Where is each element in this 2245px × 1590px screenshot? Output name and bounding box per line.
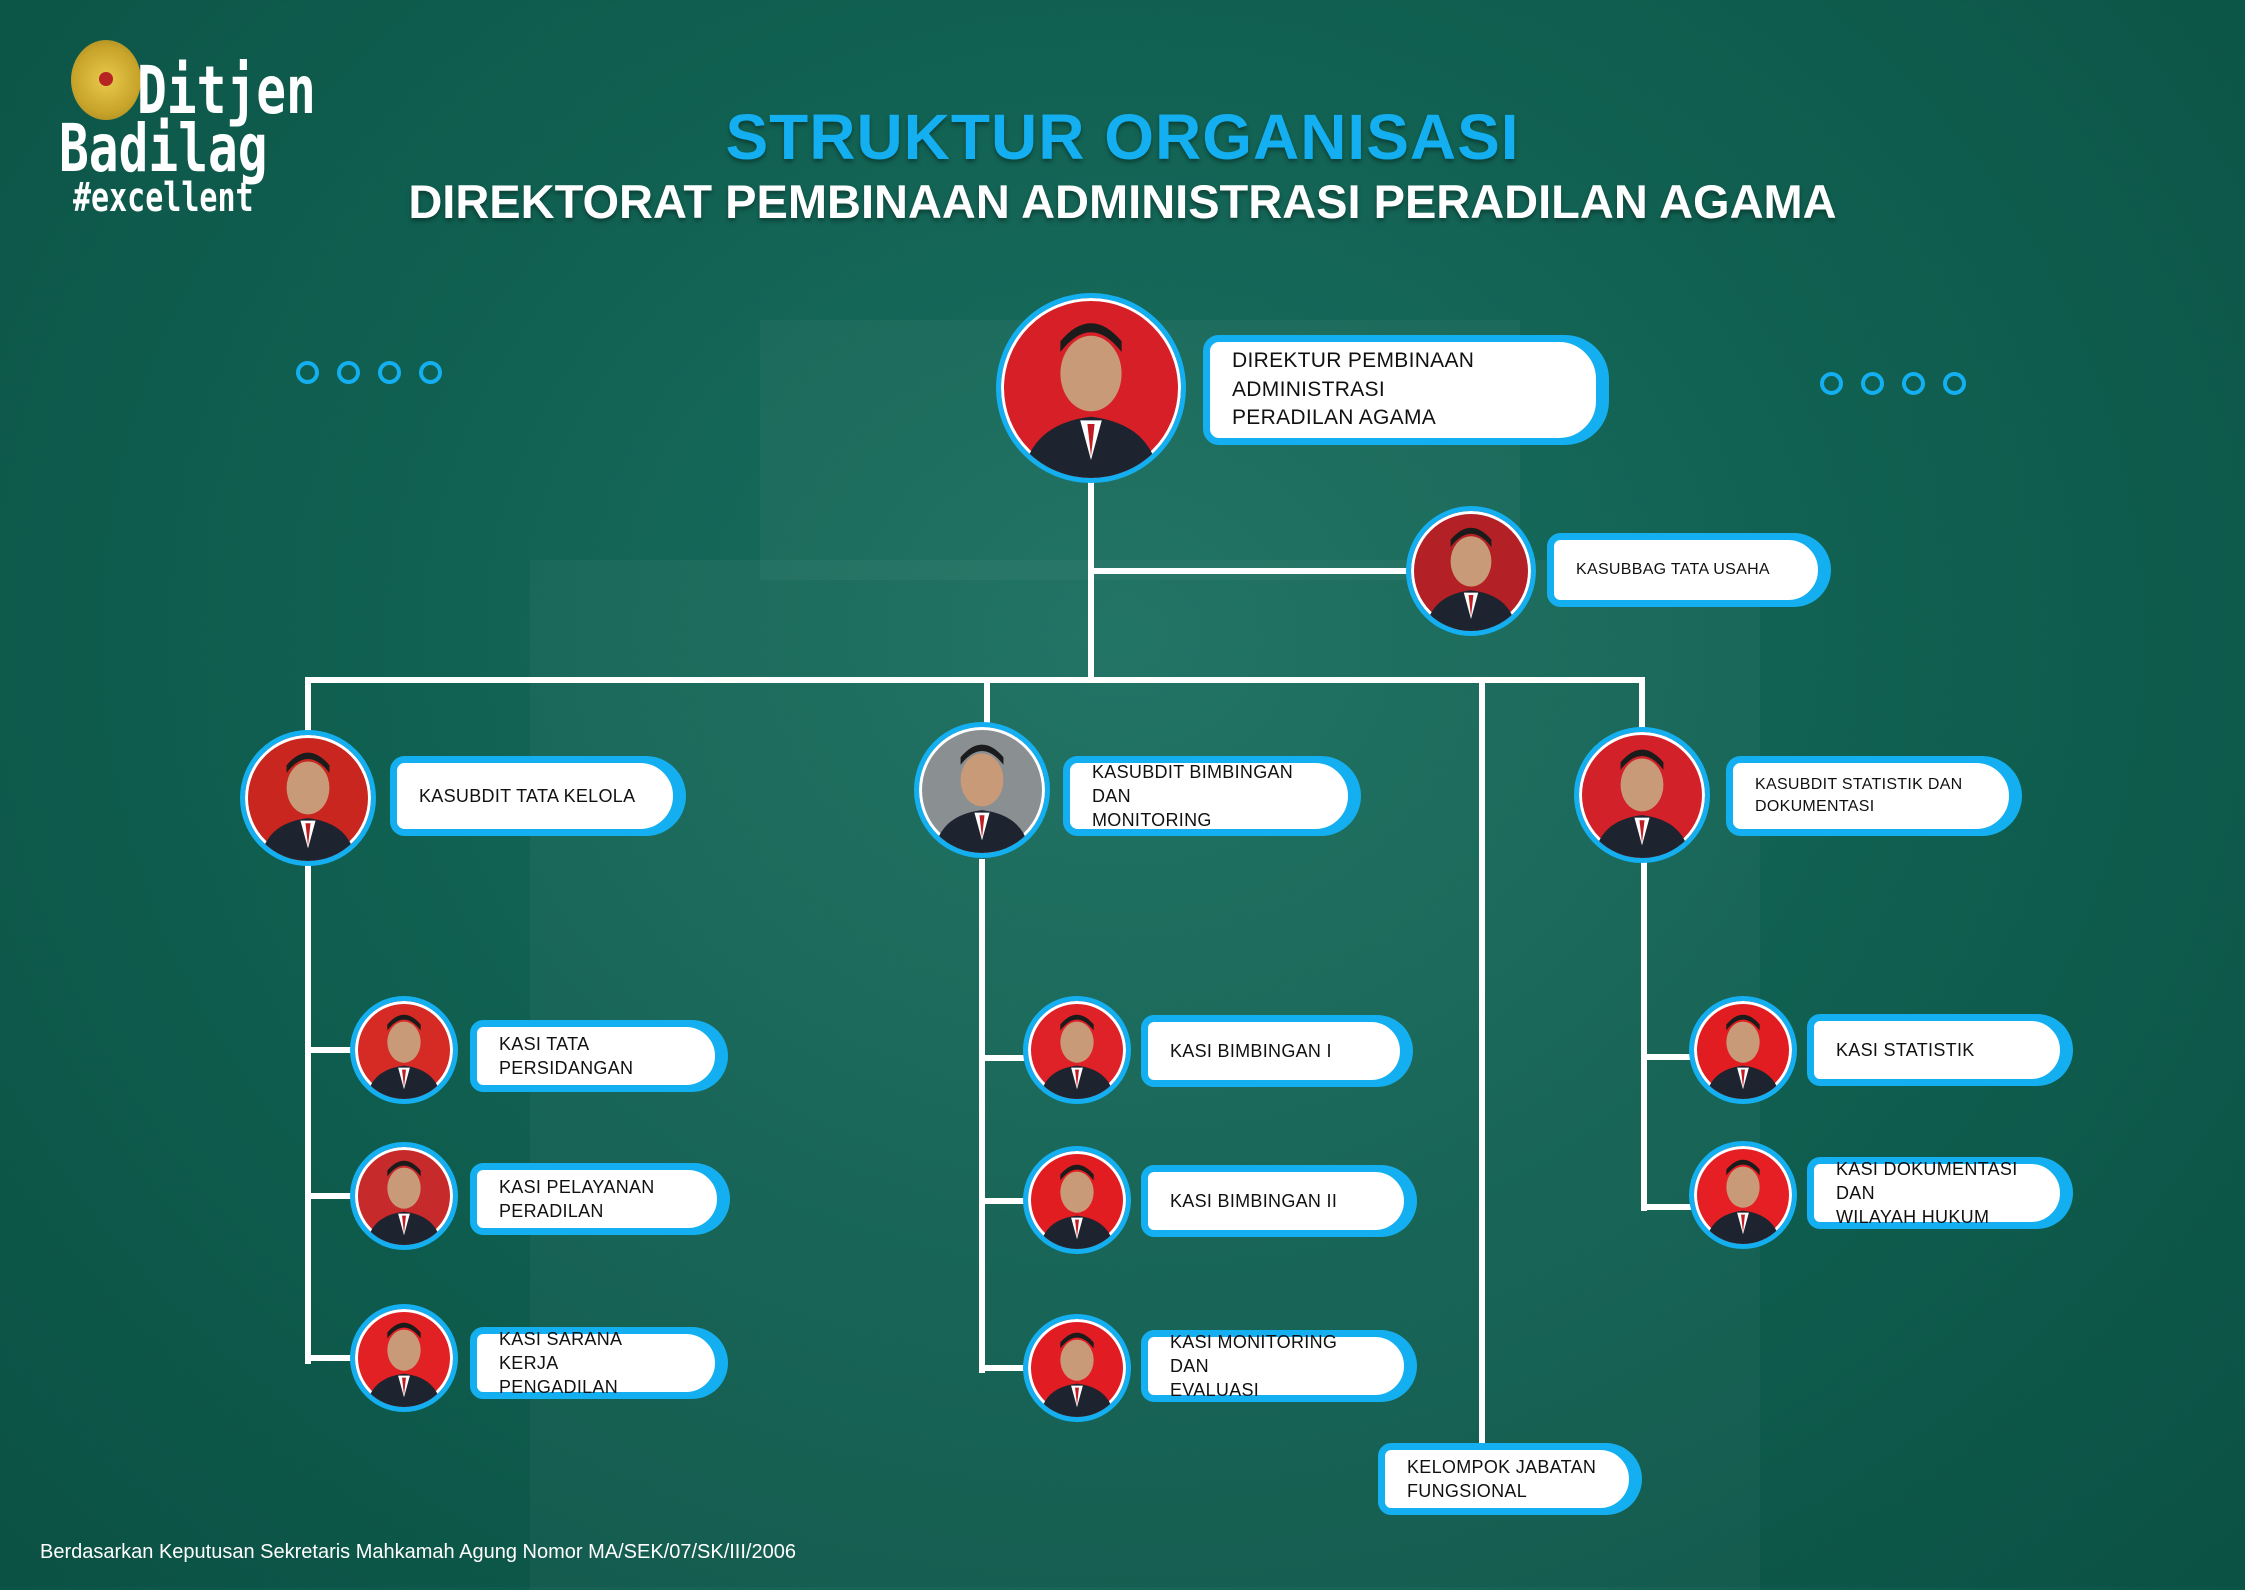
person-icon [366, 1160, 442, 1245]
person-icon [934, 744, 1030, 853]
photo-direktur [996, 293, 1186, 483]
connector-line [305, 677, 1645, 683]
connector-line [979, 1365, 1029, 1371]
person-icon [1594, 749, 1690, 858]
photo-kasi-bimbingan-2 [1023, 1146, 1131, 1254]
position-box-kasi-pelayanan: KASI PELAYANAN PERADILAN [470, 1163, 724, 1235]
connector-line [1091, 568, 1411, 574]
position-title: KASI BIMBINGAN II [1170, 1190, 1338, 1211]
person-icon [260, 752, 356, 861]
mahkamah-agung-seal-icon [71, 40, 141, 120]
person-icon [1705, 1014, 1781, 1099]
circle-icon [1943, 372, 1966, 395]
person-icon [1039, 1164, 1115, 1249]
position-box-kelompok-fungsional: KELOMPOK JABATAN FUNGSIONAL [1378, 1443, 1636, 1515]
photo-kasi-statistik [1689, 996, 1797, 1104]
connector-line [979, 1055, 1029, 1061]
photo-kasi-bimbingan-1 [1023, 996, 1131, 1104]
connector-line [979, 859, 985, 1373]
photo-kasi-tata-persidangan [350, 996, 458, 1104]
circle-icon [1820, 372, 1843, 395]
position-box-kasubdit-bimbingan: KASUBDIT BIMBINGAN DAN MONITORING [1063, 756, 1355, 836]
page-title: STRUKTUR ORGANISASI [725, 101, 1520, 173]
circle-icon [337, 361, 360, 384]
decorative-dots-right [1820, 372, 1966, 395]
person-icon [366, 1014, 442, 1099]
logo-line2: Badilag [59, 110, 268, 187]
circle-icon [1902, 372, 1925, 395]
ditjen-badilag-logo: Ditjen Badilag #excellent [57, 36, 316, 221]
position-title: KASUBDIT TATA KELOLA [419, 785, 636, 806]
position-title: KASI MONITORING DAN EVALUASI [1170, 1331, 1338, 1401]
connector-line [1641, 859, 1647, 1211]
connector-line [305, 859, 311, 1364]
position-title: KASI PELAYANAN PERADILAN [499, 1176, 655, 1221]
position-box-kasi-sarana: KASI SARANA KERJA PENGADILAN [470, 1327, 722, 1399]
footer-note: Berdasarkan Keputusan Sekretaris Mahkama… [40, 1541, 796, 1563]
connector-line [305, 1355, 355, 1361]
circle-icon [378, 361, 401, 384]
position-title: KASI DOKUMENTASI DAN WILAYAH HUKUM [1836, 1158, 2018, 1228]
position-box-kasi-bimbingan-1: KASI BIMBINGAN I [1141, 1015, 1407, 1087]
photo-kasi-sarana [350, 1304, 458, 1412]
person-icon [1425, 527, 1517, 631]
circle-icon [296, 361, 319, 384]
photo-kasi-pelayanan [350, 1142, 458, 1250]
position-title: KASUBBAG TATA USAHA [1576, 561, 1770, 579]
position-title: KASUBDIT BIMBINGAN DAN MONITORING [1092, 761, 1294, 831]
page-subtitle: DIREKTORAT PEMBINAAN ADMINISTRASI PERADI… [408, 175, 1837, 228]
photo-kasubdit-bimbingan [914, 722, 1050, 858]
position-box-kasi-bimbingan-2: KASI BIMBINGAN II [1141, 1165, 1411, 1237]
connector-line [1641, 1204, 1691, 1210]
circle-icon [419, 361, 442, 384]
person-icon [1705, 1159, 1781, 1244]
photo-kasubdit-statistik [1574, 727, 1710, 863]
position-box-kasubdit-statistik: KASUBDIT STATISTIK DAN DOKUMENTASI [1726, 756, 2016, 836]
connector-line [305, 1047, 355, 1053]
person-icon [1022, 323, 1160, 478]
connector-line [979, 1198, 1029, 1204]
position-box-kasi-statistik: KASI STATISTIK [1807, 1014, 2067, 1086]
person-icon [366, 1322, 442, 1407]
connector-line [1479, 680, 1485, 1445]
position-title: DIREKTUR PEMBINAAN ADMINISTRASI PERADILA… [1232, 349, 1475, 430]
position-box-kasi-monev: KASI MONITORING DAN EVALUASI [1141, 1330, 1411, 1402]
photo-kasi-monev [1023, 1314, 1131, 1422]
logo-line1: Ditjen [137, 52, 316, 129]
position-box-kasubdit-tata-kelola: KASUBDIT TATA KELOLA [390, 756, 680, 836]
logo-tagline: #excellent [73, 175, 254, 221]
decorative-dots-left [296, 361, 442, 384]
person-icon [1039, 1014, 1115, 1099]
photo-kasubbag [1406, 506, 1536, 636]
person-icon [1039, 1332, 1115, 1417]
position-title: KASI SARANA KERJA PENGADILAN [499, 1328, 622, 1398]
connector-line [1641, 1054, 1691, 1060]
position-box-direktur: DIREKTUR PEMBINAAN ADMINISTRASI PERADILA… [1203, 335, 1603, 445]
position-title: KELOMPOK JABATAN FUNGSIONAL [1407, 1456, 1597, 1501]
circle-icon [1861, 372, 1884, 395]
connector-line [1088, 480, 1094, 680]
photo-kasubdit-tata-kelola [240, 730, 376, 866]
position-title: KASUBDIT STATISTIK DAN DOKUMENTASI [1755, 776, 1963, 815]
position-box-kasi-dokumentasi: KASI DOKUMENTASI DAN WILAYAH HUKUM [1807, 1157, 2067, 1229]
position-title: KASI STATISTIK [1836, 1039, 1975, 1060]
position-title: KASI TATA PERSIDANGAN [499, 1033, 634, 1078]
position-box-kasi-tata-persidangan: KASI TATA PERSIDANGAN [470, 1020, 722, 1092]
position-title: KASI BIMBINGAN I [1170, 1040, 1332, 1061]
photo-kasi-dokumentasi [1689, 1141, 1797, 1249]
position-box-kasubbag: KASUBBAG TATA USAHA [1547, 533, 1825, 607]
connector-line [305, 1193, 355, 1199]
